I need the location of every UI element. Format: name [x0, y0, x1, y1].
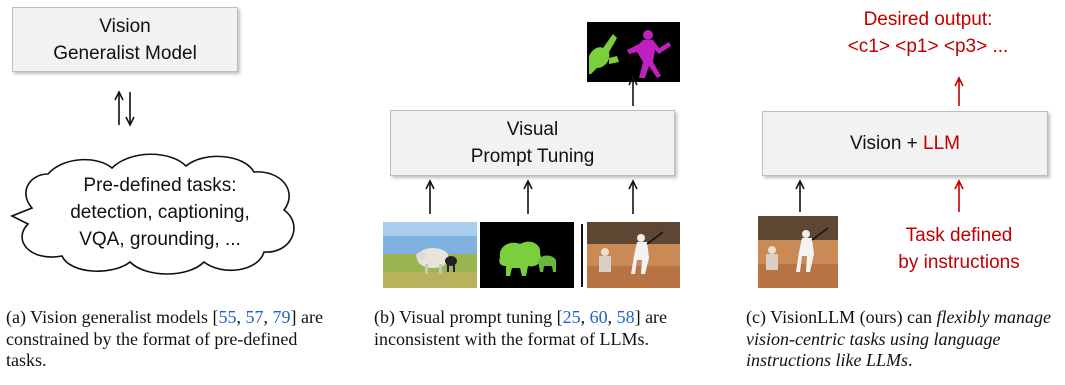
caption-b: (b) Visual prompt tuning [25, 60, 58] ar… — [374, 307, 700, 350]
panel-c-image-arrow — [795, 179, 805, 212]
panel-b-output-arrow — [628, 75, 638, 106]
desired-output-label: Desired output: <c1> <p1> <p3> ... — [808, 6, 1048, 60]
panel-b-input-arrows — [425, 179, 638, 214]
vision-generalist-model-box: Vision Generalist Model — [12, 7, 238, 72]
caption-text: ] are inconsistent with the format of LL… — [374, 307, 668, 349]
caption-text: (a) Vision generalist models [ — [6, 307, 219, 327]
box-label: Vision + LLM — [850, 130, 960, 157]
cloud-line1: Pre-defined tasks: — [83, 175, 237, 196]
citation-link[interactable]: 79 — [272, 307, 291, 327]
caption-sep: , — [263, 307, 273, 327]
citation-link[interactable]: 58 — [616, 307, 635, 327]
caption-sep: , — [607, 307, 617, 327]
box-label-line1: Visual — [506, 119, 559, 140]
caption-text: (b) Visual prompt tuning [ — [374, 307, 563, 327]
box-label-prefix: Vision + — [849, 133, 924, 154]
box-label-line1: Vision — [99, 15, 151, 37]
pre-defined-tasks-cloud — [10, 153, 295, 275]
caption-text: (c) VisionLLM (ours) can — [746, 307, 937, 327]
panel-c-instruction-arrow — [954, 179, 964, 212]
output-line2: <c1> <p1> <p3> ... — [847, 36, 1009, 57]
separator-line — [581, 224, 583, 287]
baseball-photo — [587, 222, 680, 288]
caption-sep: , — [580, 307, 590, 327]
caption-text: . — [908, 350, 913, 370]
caption-text: ] are constrained by the format of pre-d… — [6, 307, 324, 370]
caption-sep: , — [236, 307, 246, 327]
citation-link[interactable]: 25 — [562, 307, 581, 327]
task-line1: Task defined — [905, 225, 1013, 246]
panel-c-output-arrow — [954, 76, 964, 106]
box-label-line2: Prompt Tuning — [470, 146, 595, 167]
task-line2: by instructions — [898, 252, 1020, 273]
citation-link[interactable]: 55 — [218, 307, 237, 327]
output-line1: Desired output: — [863, 9, 993, 30]
caption-italic: flexibly manage vision-centric tasks usi… — [746, 307, 1052, 370]
cloud-text: Pre-defined tasks: detection, captioning… — [30, 172, 290, 253]
caption-c: (c) VisionLLM (ours) can flexibly manage… — [746, 307, 1064, 372]
cloud-line3: VQA, grounding, ... — [79, 229, 241, 250]
visual-prompt-tuning-box: Visual Prompt Tuning — [390, 110, 675, 176]
cloud-line2: detection, captioning, — [70, 202, 250, 223]
caption-a: (a) Vision generalist models [55, 57, 79… — [6, 307, 336, 372]
sheep-photo — [383, 222, 477, 288]
task-defined-label: Task defined by instructions — [846, 222, 1065, 276]
box-label-llm: LLM — [923, 133, 961, 154]
segmentation-mask-image — [480, 222, 574, 288]
box-label-line2: Generalist Model — [53, 42, 197, 64]
vision-llm-box: Vision + LLM — [762, 111, 1048, 176]
citation-link[interactable]: 57 — [245, 307, 264, 327]
segmentation-output-image — [587, 22, 680, 82]
bidirectional-arrow — [114, 90, 135, 127]
citation-link[interactable]: 60 — [589, 307, 608, 327]
baseball-input-photo — [758, 216, 838, 288]
